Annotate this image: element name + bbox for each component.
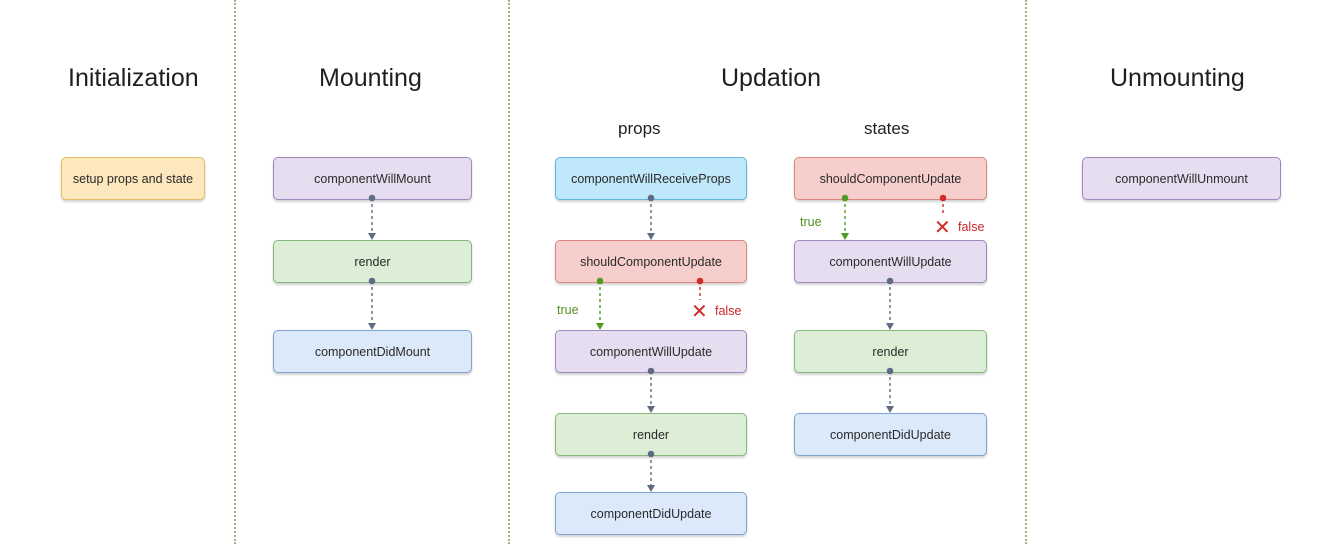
heading-mounting: Mounting <box>319 64 422 92</box>
connector-states-true-start-dot <box>841 194 849 202</box>
heading-updation: Updation <box>721 64 822 92</box>
box-props-component-did-update: componentDidUpdate <box>555 492 747 535</box>
connector-props-render-to-did-arrowhead <box>647 485 655 492</box>
connector-states-will-to-render-arrowhead <box>886 323 894 330</box>
box-props-render: render <box>555 413 747 456</box>
connector-mount-render-to-did-arrowhead <box>368 323 376 330</box>
connector-props-receive-to-should-start-dot <box>647 194 655 202</box>
box-states-should-component-update: shouldComponentUpdate <box>794 157 987 200</box>
connector-props-true-start-dot <box>596 277 604 285</box>
column-divider-2 <box>508 0 510 544</box>
box-setup-props-and-state: setup props and state <box>61 157 205 200</box>
box-component-did-mount: componentDidMount <box>273 330 472 373</box>
label-states-true: true <box>800 215 822 229</box>
box-component-will-receive-props: componentWillReceiveProps <box>555 157 747 200</box>
connector-props-render-to-did-start-dot <box>647 450 655 458</box>
connector-mount-will-to-render-start-dot <box>368 194 376 202</box>
connector-props-false-start-dot <box>696 277 704 285</box>
connector-states-render-to-did-arrowhead <box>886 406 894 413</box>
states-false-cross-icon: ✕ <box>934 217 951 239</box>
box-states-render: render <box>794 330 987 373</box>
label-props-false: false <box>715 304 742 318</box>
subheading-props: props <box>618 119 661 138</box>
box-component-will-unmount: componentWillUnmount <box>1082 157 1281 200</box>
connector-mount-render-to-did-start-dot <box>368 277 376 285</box>
connector-states-true-arrowhead <box>841 233 849 240</box>
box-states-component-did-update: componentDidUpdate <box>794 413 987 456</box>
heading-unmounting: Unmounting <box>1110 64 1245 92</box>
column-divider-1 <box>234 0 236 544</box>
connector-props-will-to-render-arrowhead <box>647 406 655 413</box>
subheading-states: states <box>864 119 910 138</box>
heading-initialization: Initialization <box>68 64 199 92</box>
connector-props-will-to-render-start-dot <box>647 367 655 375</box>
connector-props-receive-to-should-arrowhead <box>647 233 655 240</box>
connector-states-render-to-did-start-dot <box>886 367 894 375</box>
label-states-false: false <box>958 220 985 234</box>
box-states-component-will-update: componentWillUpdate <box>794 240 987 283</box>
box-props-should-component-update: shouldComponentUpdate <box>555 240 747 283</box>
column-divider-3 <box>1025 0 1027 544</box>
label-props-true: true <box>557 303 579 317</box>
props-false-cross-icon: ✕ <box>691 301 708 323</box>
connector-states-will-to-render-start-dot <box>886 277 894 285</box>
connector-mount-will-to-render-arrowhead <box>368 233 376 240</box>
connector-states-false-start-dot <box>939 194 947 202</box>
connector-props-true-arrowhead <box>596 323 604 330</box>
box-mounting-render: render <box>273 240 472 283</box>
